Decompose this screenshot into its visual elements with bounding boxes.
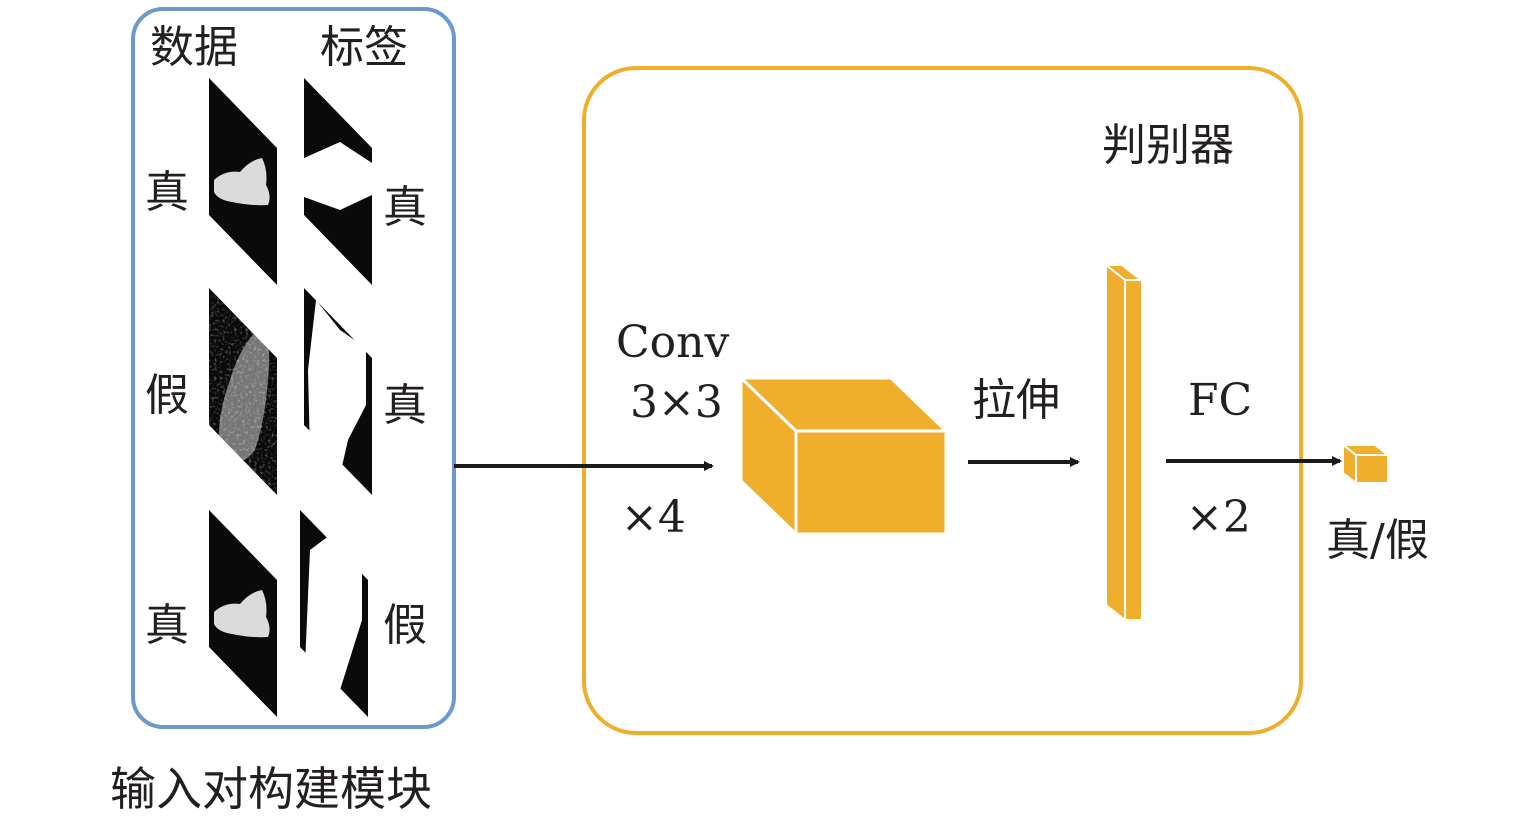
conv-repeat-label: ×4 xyxy=(621,492,686,543)
label-column-header: 标签 xyxy=(320,22,408,73)
output-label: 真/假 xyxy=(1326,515,1429,566)
row3-data-image xyxy=(209,510,277,717)
data-column-header: 数据 xyxy=(150,22,238,73)
fc-label: FC xyxy=(1188,375,1252,426)
row3-label-image xyxy=(300,510,368,717)
row2-pair-label: 真 xyxy=(383,380,427,431)
row2-label-image xyxy=(304,288,372,495)
row2-data-label: 假 xyxy=(145,370,189,421)
row3-pair-label: 假 xyxy=(383,600,427,651)
row1-data-label: 真 xyxy=(145,167,189,218)
fc-repeat-label: ×2 xyxy=(1186,492,1251,543)
discriminator-title: 判别器 xyxy=(1102,120,1234,171)
row1-data-image xyxy=(209,78,277,285)
conv-label: Conv xyxy=(616,317,729,368)
row3-data-label: 真 xyxy=(145,600,189,651)
row1-pair-label: 真 xyxy=(383,182,427,233)
output-cube xyxy=(1340,442,1391,486)
row1-label-image xyxy=(304,78,372,285)
row2-data-image xyxy=(209,288,277,495)
conv-kernel-label: 3×3 xyxy=(630,377,723,428)
discriminator-box xyxy=(582,66,1303,735)
conv-cube xyxy=(737,374,950,538)
flatten-label: 拉伸 xyxy=(972,375,1060,426)
input-module-box xyxy=(131,7,456,729)
flatten-vector xyxy=(1103,262,1144,623)
input-module-caption: 输入对构建模块 xyxy=(110,762,432,814)
